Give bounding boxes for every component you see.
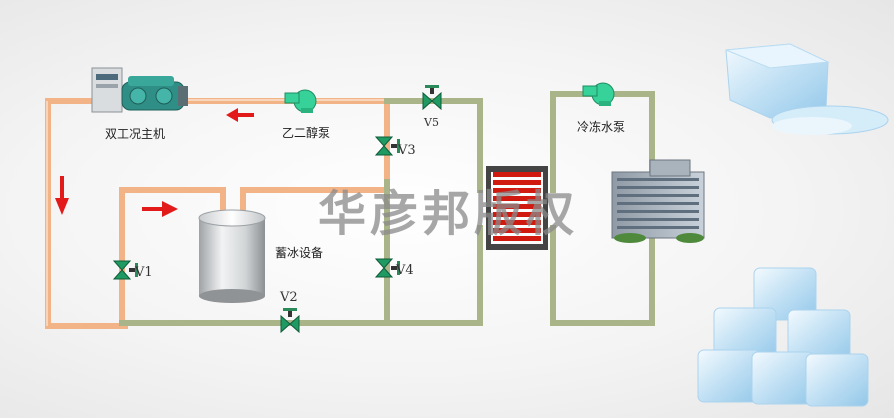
- valve-v3-label: V3: [397, 143, 416, 158]
- valve-v4-label: V4: [395, 263, 414, 278]
- flow-arrow-right-icon: [142, 201, 178, 217]
- secondary-pipes: [119, 91, 655, 326]
- ice-storage-label: 蓄冰设备: [275, 246, 323, 260]
- valve-v5-icon[interactable]: [422, 84, 442, 110]
- ice-cube-icon-top: [725, 43, 889, 135]
- chiller-label: 双工况主机: [105, 127, 165, 141]
- glycol-pump-label: 乙二醇泵: [282, 125, 330, 140]
- plate-heat-exchanger-icon: [486, 166, 548, 250]
- flow-arrow-down-icon: [55, 176, 69, 215]
- building-icon: [611, 159, 705, 243]
- glycol-pump-icon: [284, 89, 317, 113]
- chilled-water-pump-icon: [582, 82, 615, 106]
- valve-v1-label: V1: [134, 265, 153, 280]
- chiller-unit-icon: [91, 67, 188, 113]
- ice-cube-icon-pile: [697, 267, 869, 407]
- glycol-pipes: [45, 98, 390, 329]
- valve-v2-label: V2: [279, 290, 298, 305]
- valve-v5-label: V5: [423, 116, 439, 129]
- storage-tank-icon: [198, 209, 266, 303]
- flow-arrow-left-icon: [226, 108, 254, 122]
- watermark: 华彦邦版权: [318, 186, 578, 242]
- chilled-water-pump-label: 冷冻水泵: [577, 119, 625, 134]
